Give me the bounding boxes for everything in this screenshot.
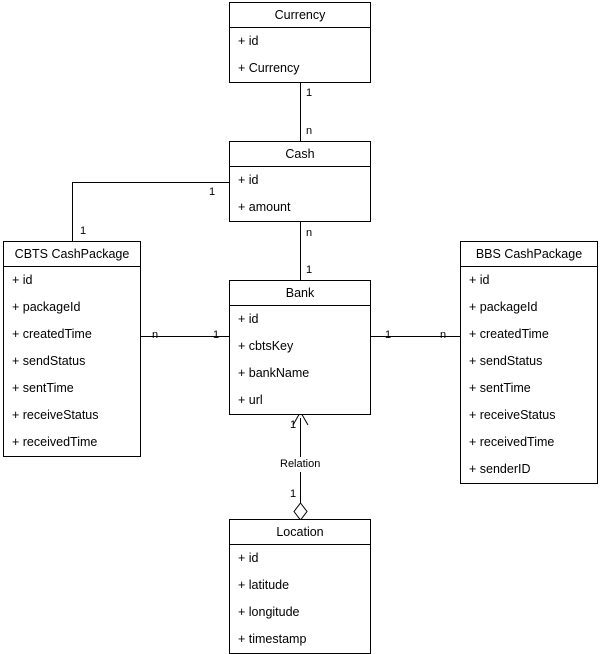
attribute-row: + receivedTime (469, 435, 555, 449)
multiplicity-bank-location-target: 1 (290, 488, 297, 500)
class-attributes-bbs-cashpackage: + id + packageId + createdTime + sendSta… (461, 267, 597, 483)
attribute-row: + amount (238, 200, 291, 214)
attribute-row: + sentTime (12, 381, 74, 395)
class-box-cbts-cashpackage[interactable]: CBTS CashPackage + id + packageId + crea… (3, 241, 141, 457)
attribute-row: + receiveStatus (12, 408, 99, 422)
attribute-row: + receiveStatus (469, 408, 556, 422)
attribute-row: + packageId (469, 300, 538, 314)
attribute-row: + Currency (238, 61, 300, 75)
multiplicity-currency-cash-source: 1 (306, 87, 313, 99)
class-box-location[interactable]: Location + id + latitude + longitude + t… (229, 519, 371, 654)
multiplicity-bank-bbs-target: n (440, 329, 447, 341)
class-attributes-bank: + id + cbtsKey + bankName + url (230, 306, 370, 414)
class-attributes-cash: + id + amount (230, 167, 370, 221)
attribute-row: + createdTime (469, 327, 549, 341)
multiplicity-cash-cbts-source: 1 (209, 186, 216, 198)
multiplicity-currency-cash-target: n (306, 125, 313, 137)
class-box-bbs-cashpackage[interactable]: BBS CashPackage + id + packageId + creat… (460, 241, 598, 484)
class-box-bank[interactable]: Bank + id + cbtsKey + bankName + url (229, 280, 371, 415)
attribute-row: + id (238, 173, 259, 187)
class-attributes-location: + id + latitude + longitude + timestamp (230, 545, 370, 653)
attribute-row: + sentTime (469, 381, 531, 395)
attribute-row: + packageId (12, 300, 81, 314)
multiplicity-bank-location-source: 1 (290, 419, 297, 431)
attribute-row: + createdTime (12, 327, 92, 341)
attribute-row: + timestamp (238, 632, 307, 646)
multiplicity-cash-bank-target: 1 (306, 264, 313, 276)
multiplicity-cash-bank-source: n (306, 227, 313, 239)
multiplicity-bank-bbs-source: 1 (385, 329, 392, 341)
attribute-row: + sendStatus (469, 354, 543, 368)
class-title-bbs-cashpackage: BBS CashPackage (461, 242, 597, 267)
class-box-currency[interactable]: Currency + id + Currency (229, 2, 371, 83)
attribute-row: + bankName (238, 366, 310, 380)
attribute-row: + latitude (238, 578, 290, 592)
edge-cash-cbts (72, 182, 229, 241)
class-title-currency: Currency (230, 3, 370, 28)
attribute-row: + id (238, 551, 259, 565)
attribute-row: + id (12, 273, 33, 287)
class-title-cbts-cashpackage: CBTS CashPackage (4, 242, 140, 267)
hollow-diamond-icon (293, 502, 308, 521)
relationship-label-relation: Relation (276, 457, 325, 472)
attribute-row: + senderID (469, 462, 531, 476)
class-title-bank: Bank (230, 281, 370, 306)
multiplicity-cbts-bank-source: n (152, 329, 159, 341)
attribute-row: + receivedTime (12, 435, 98, 449)
multiplicity-cbts-bank-target: 1 (213, 329, 220, 341)
attribute-row: + sendStatus (12, 354, 86, 368)
attribute-row: + id (238, 312, 259, 326)
class-title-cash: Cash (230, 142, 370, 167)
attribute-row: + id (469, 273, 490, 287)
attribute-row: + cbtsKey (238, 339, 294, 353)
class-title-location: Location (230, 520, 370, 545)
attribute-row: + id (238, 34, 259, 48)
class-box-cash[interactable]: Cash + id + amount (229, 141, 371, 222)
class-attributes-cbts-cashpackage: + id + packageId + createdTime + sendSta… (4, 267, 140, 456)
attribute-row: + longitude (238, 605, 300, 619)
class-attributes-currency: + id + Currency (230, 28, 370, 82)
attribute-row: + url (238, 393, 263, 407)
multiplicity-cash-cbts-target: 1 (80, 225, 87, 237)
